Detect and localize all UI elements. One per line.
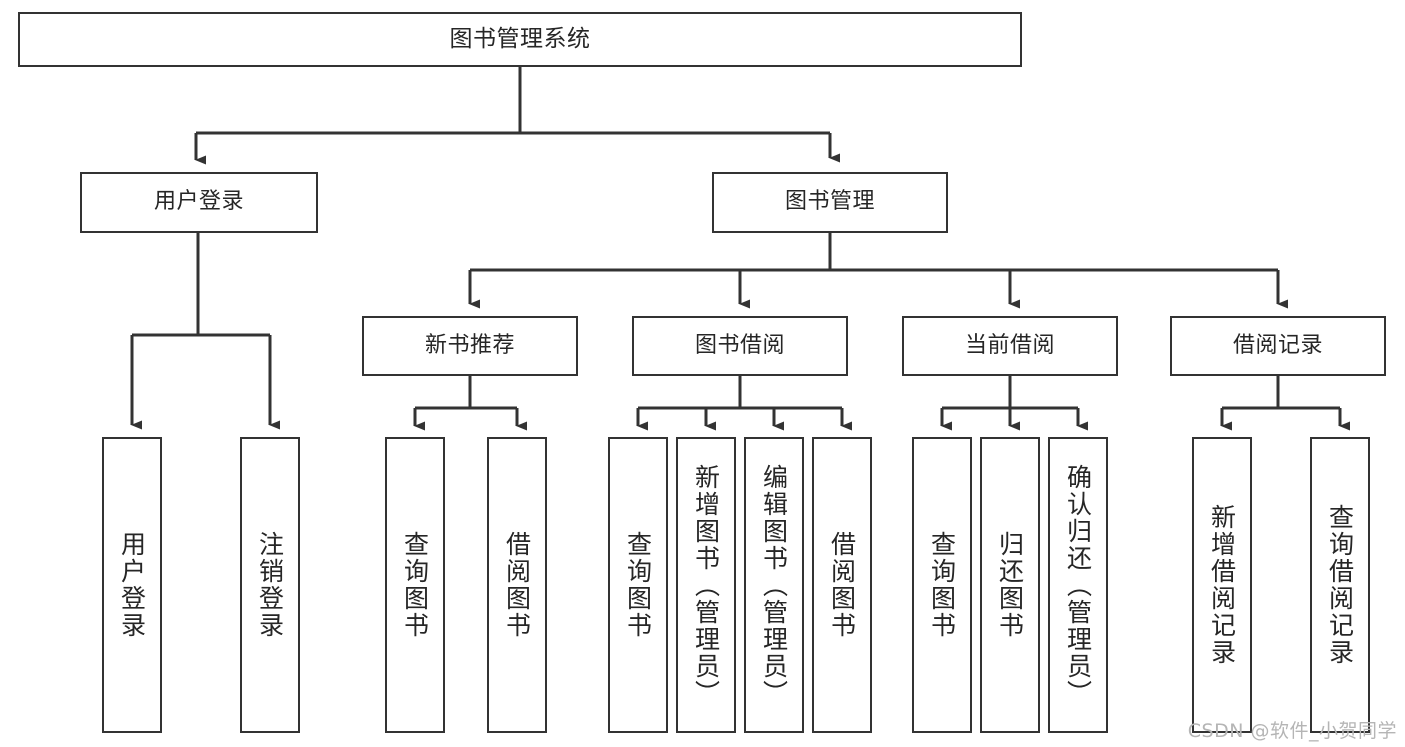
node-leaf-logout-login-label: 注销登录 [255,531,285,639]
node-leaf-borrow-book-2-label: 借阅图书 [827,531,857,639]
node-leaf-return-book-label: 归还图书 [995,531,1025,639]
node-leaf-query-borrow-record-label: 查询借阅记录 [1325,504,1355,666]
node-book-borrow-label: 图书借阅 [694,332,785,358]
node-current-borrow[interactable]: 当前借阅 [902,316,1118,376]
node-user-login[interactable]: 用户登录 [80,172,318,233]
node-leaf-user-login-label: 用户登录 [117,531,147,639]
node-new-book-recommend[interactable]: 新书推荐 [362,316,578,376]
node-leaf-query-borrow-record[interactable]: 查询借阅记录 [1310,437,1370,733]
node-leaf-edit-book-label: 编辑图书（管理员） [759,463,789,707]
node-leaf-add-book[interactable]: 新增图书（管理员） [676,437,736,733]
node-leaf-query-book-2[interactable]: 查询图书 [608,437,668,733]
node-book-borrow[interactable]: 图书借阅 [632,316,848,376]
node-leaf-query-book-3-label: 查询图书 [927,531,957,639]
node-book-manage-label: 图书管理 [784,189,875,215]
node-leaf-borrow-book-1[interactable]: 借阅图书 [487,437,547,733]
node-leaf-add-borrow-record[interactable]: 新增借阅记录 [1192,437,1252,733]
node-leaf-edit-book[interactable]: 编辑图书（管理员） [744,437,804,733]
node-root-system[interactable]: 图书管理系统 [18,12,1022,67]
watermark-csdn: CSDN @软件_小贺同学 [1187,720,1397,742]
node-leaf-query-book-1-label: 查询图书 [400,531,430,639]
node-leaf-query-book-3[interactable]: 查询图书 [912,437,972,733]
node-root-system-label: 图书管理系统 [449,25,591,52]
node-current-borrow-label: 当前借阅 [964,332,1055,358]
node-leaf-borrow-book-1-label: 借阅图书 [502,531,532,639]
node-leaf-return-book[interactable]: 归还图书 [980,437,1040,733]
node-user-login-label: 用户登录 [153,189,244,215]
node-leaf-confirm-return[interactable]: 确认归还（管理员） [1048,437,1108,733]
node-new-book-recommend-label: 新书推荐 [424,332,515,358]
node-borrow-record[interactable]: 借阅记录 [1170,316,1386,376]
node-leaf-query-book-2-label: 查询图书 [623,531,653,639]
node-leaf-add-book-label: 新增图书（管理员） [691,463,721,707]
node-leaf-confirm-return-label: 确认归还（管理员） [1063,463,1093,707]
node-borrow-record-label: 借阅记录 [1232,332,1323,358]
node-leaf-borrow-book-2[interactable]: 借阅图书 [812,437,872,733]
node-leaf-logout-login[interactable]: 注销登录 [240,437,300,733]
node-leaf-add-borrow-record-label: 新增借阅记录 [1207,504,1237,666]
node-book-manage[interactable]: 图书管理 [712,172,948,233]
node-leaf-user-login[interactable]: 用户登录 [102,437,162,733]
node-leaf-query-book-1[interactable]: 查询图书 [385,437,445,733]
